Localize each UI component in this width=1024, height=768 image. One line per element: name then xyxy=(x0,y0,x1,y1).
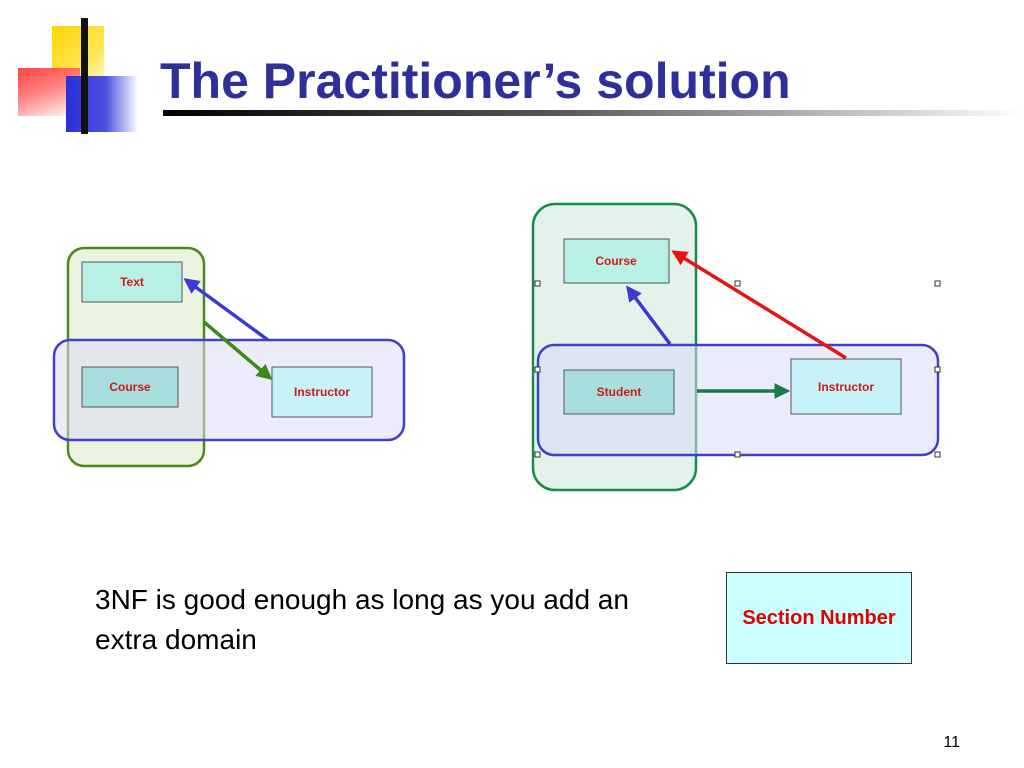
left-arrow-to-text xyxy=(183,278,270,342)
left-diagram: Text Course Instructor xyxy=(52,246,406,468)
selection-handles xyxy=(534,280,941,458)
handle-br[interactable] xyxy=(934,451,941,458)
left-course-label: Course xyxy=(109,380,151,394)
left-course-box xyxy=(81,366,179,408)
right-student-box xyxy=(563,369,675,415)
handle-bm[interactable] xyxy=(734,451,741,458)
left-arrow-to-instructor xyxy=(202,320,273,381)
handle-ml[interactable] xyxy=(534,366,541,373)
slide-number: 11 xyxy=(943,734,960,751)
section-number-box: Section Number xyxy=(726,572,912,664)
right-arrow-instructor-to-course xyxy=(671,250,847,360)
right-arrow-student-to-course xyxy=(626,285,672,346)
handle-tm[interactable] xyxy=(734,280,741,287)
handle-mr[interactable] xyxy=(934,366,941,373)
left-text-label: Text xyxy=(120,275,144,289)
slide-title: The Practitioner’s solution xyxy=(160,53,791,109)
right-instructor-label: Instructor xyxy=(818,380,874,394)
handle-tr[interactable] xyxy=(934,280,941,287)
handle-tl[interactable] xyxy=(534,280,541,287)
logo-blue-square xyxy=(66,76,138,132)
right-student-label: Student xyxy=(597,385,642,399)
left-text-box xyxy=(81,261,183,303)
right-course-box xyxy=(563,238,670,284)
right-instructor-box xyxy=(790,358,902,415)
logo-black-bar xyxy=(81,18,88,134)
handle-bl[interactable] xyxy=(534,451,541,458)
right-diagram: Course Student Instructor xyxy=(531,202,941,492)
section-number-label: Section Number xyxy=(742,606,896,629)
left-instructor-label: Instructor xyxy=(294,385,350,399)
right-course-label: Course xyxy=(595,254,637,268)
title-underline xyxy=(163,110,1024,116)
left-instructor-box xyxy=(271,366,373,418)
slide-caption: 3NF is good enough as long as you add an… xyxy=(95,584,629,655)
